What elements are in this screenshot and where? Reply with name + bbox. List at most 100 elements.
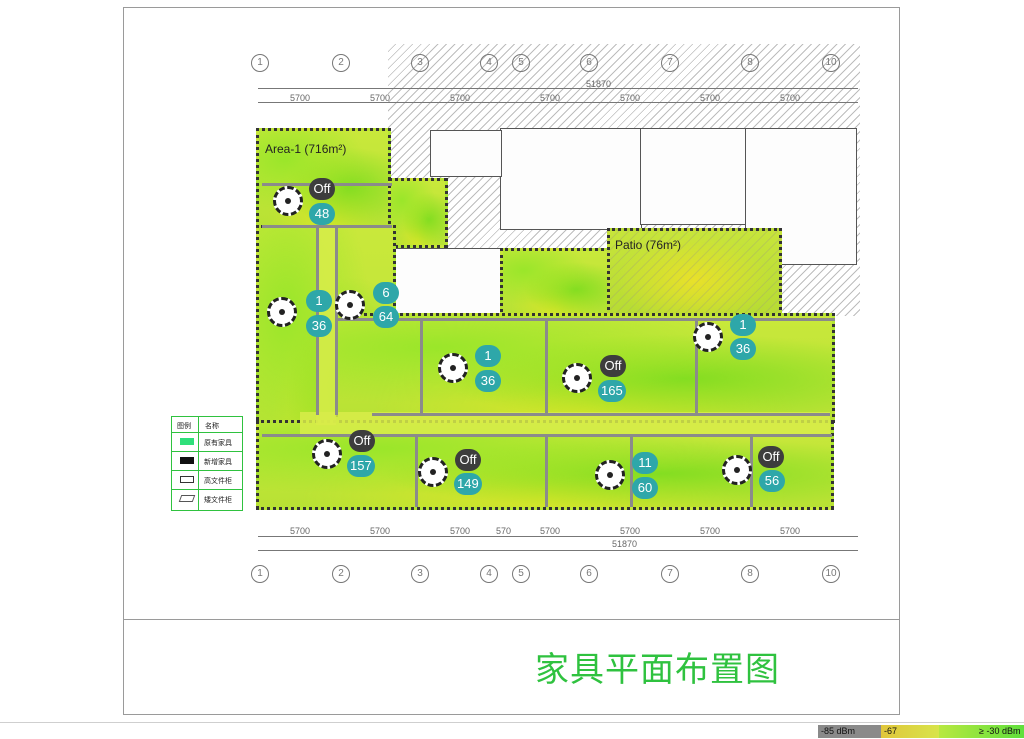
ap-status-badge: 1 [306,290,332,312]
grid-axis-label: 6 [580,54,598,72]
access-point-icon[interactable] [335,290,365,320]
grid-axis-label: 1 [251,54,269,72]
ap-status-badge: Off [758,446,784,468]
area-label: Area-1 (716m²) [265,142,347,156]
dimension-value: 5700 [700,526,721,536]
dimension-value: 5700 [450,93,471,103]
ap-status-badge: 6 [373,282,399,304]
ap-status-badge: 1 [475,345,501,367]
access-point-icon[interactable] [273,186,303,216]
wall [545,437,548,507]
legend-label: 原有家具 [204,440,232,447]
office-block [640,128,747,225]
dimension-line [258,102,858,103]
grid-axis-label: 2 [332,54,350,72]
access-point-icon[interactable] [418,457,448,487]
legend-label: 矮文件柜 [204,497,232,504]
access-point-icon[interactable] [562,363,592,393]
corridor [300,412,830,434]
grid-axis-label: 7 [661,54,679,72]
wall [372,413,830,416]
coverage-room [388,178,448,248]
grid-axis-label: 4 [480,565,498,583]
legend-row: 矮文件柜 [172,489,242,508]
legend-label: 新增家具 [204,459,232,466]
legend-label: 高文件柜 [204,478,232,485]
restroom-block [395,248,502,320]
legend-header: 名称 [205,423,219,430]
access-point-icon[interactable] [438,353,468,383]
ap-client-count-badge: 64 [373,306,399,328]
legend-row: 高文件柜 [172,470,242,489]
access-point-icon[interactable] [595,460,625,490]
grid-axis-label: 10 [822,565,840,583]
access-point-icon[interactable] [267,297,297,327]
signal-scale-mid: -67 [881,725,939,738]
ap-status-badge: Off [455,449,481,471]
legend-row: 原有家具 [172,432,242,451]
signal-scale-high: ≥ -30 dBm [939,725,1024,738]
ap-status-badge: 11 [632,452,658,474]
dimension-value: 5700 [370,526,391,536]
ap-client-count-badge: 36 [306,315,332,337]
dimension-total: 51870 [586,79,612,89]
ap-client-count-badge: 157 [347,455,375,477]
wall [420,320,423,415]
signal-scale-low: -85 dBm [818,725,881,738]
wall [335,318,835,321]
ap-client-count-badge: 165 [598,380,626,402]
ap-status-badge: 1 [730,314,756,336]
wall [545,320,548,415]
ap-status-badge: Off [349,430,375,452]
dimension-value: 5700 [370,93,391,103]
access-point-icon[interactable] [312,439,342,469]
legend-divider [198,417,199,510]
title-block-divider [123,619,900,620]
wall [630,437,633,507]
dimension-value: 5700 [620,526,641,536]
grid-axis-label: 10 [822,54,840,72]
access-point-icon[interactable] [693,322,723,352]
grid-axis-label: 5 [512,565,530,583]
ap-client-count-badge: 48 [309,203,335,225]
wall [262,225,392,228]
dimension-value: 5700 [780,93,801,103]
legend: 图例 名称 原有家具 新增家具 高文件柜 矮文件柜 [171,416,243,511]
parallelogram-icon [178,495,196,502]
grid-axis-label: 8 [741,565,759,583]
grid-axis-label: 8 [741,54,759,72]
dimension-line [258,88,858,89]
legend-row: 新增家具 [172,451,242,470]
ap-status-badge: Off [309,178,335,200]
dimension-value: 5700 [290,526,311,536]
coverage-room [500,248,610,318]
ap-client-count-badge: 36 [730,338,756,360]
grid-axis-label: 4 [480,54,498,72]
dimension-value: 5700 [540,526,561,536]
legend-swatch [180,438,194,445]
access-point-icon[interactable] [722,455,752,485]
dimension-value: 5700 [290,93,311,103]
ap-client-count-badge: 149 [454,473,482,495]
divider [0,722,1024,723]
stair-block [430,130,502,177]
ap-client-count-badge: 60 [632,477,658,499]
office-block [500,128,642,230]
grid-axis-label: 7 [661,565,679,583]
legend-header: 图例 [177,423,191,430]
grid-axis-label: 2 [332,565,350,583]
dimension-value: 570 [496,526,512,536]
legend-swatch [180,457,194,464]
wall [262,434,832,437]
dimension-value: 5700 [620,93,641,103]
dimension-value: 5700 [540,93,561,103]
ap-client-count-badge: 36 [475,370,501,392]
area-label: Patio (76m²) [615,238,682,252]
grid-axis-label: 3 [411,565,429,583]
dimension-value: 5700 [700,93,721,103]
grid-axis-label: 3 [411,54,429,72]
dimension-line [258,536,858,537]
dimension-line [258,550,858,551]
grid-axis-label: 1 [251,565,269,583]
dimension-value: 5700 [450,526,471,536]
